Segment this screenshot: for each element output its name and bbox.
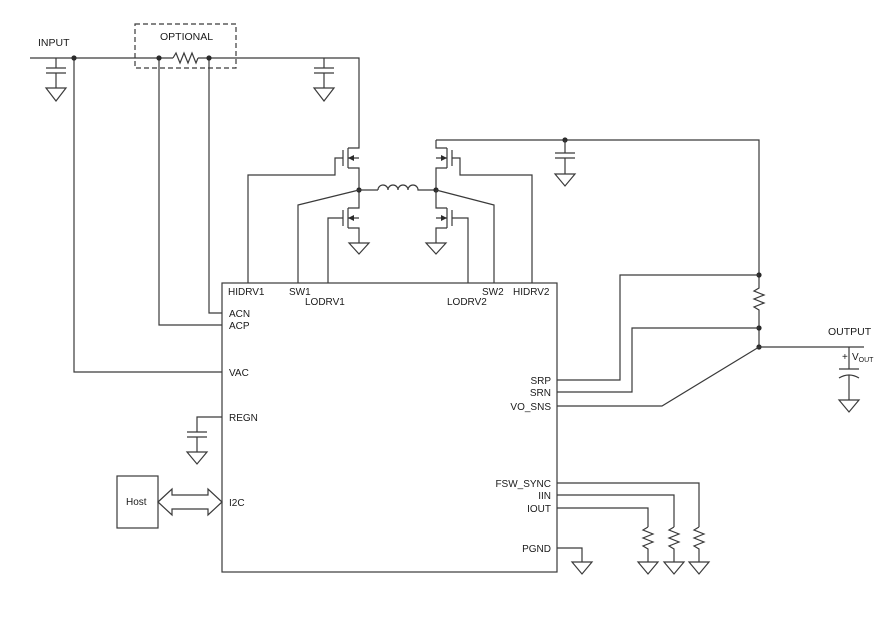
ground-symbol-iout — [636, 561, 660, 575]
pin-sw2: SW2 — [482, 287, 504, 298]
pin-lodrv2: LODRV2 — [447, 297, 487, 308]
pin-fsw-sync: FSW_SYNC — [495, 479, 551, 490]
ground-symbol-input-2 — [312, 87, 336, 102]
pin-lodrv1: LODRV1 — [305, 297, 345, 308]
ground-symbol-q4 — [424, 242, 448, 255]
programming-resistors — [557, 482, 711, 575]
host-label: Host — [126, 497, 147, 508]
pin-vac: VAC — [229, 368, 249, 379]
output-section: OUTPUT + VOUT — [557, 272, 874, 413]
pin-labels: HIDRV1 SW1 LODRV1 LODRV2 SW2 HIDRV2 ACN … — [228, 287, 551, 555]
pin-srp: SRP — [530, 376, 551, 387]
sense-resistor-input — [172, 51, 199, 65]
inductor — [377, 184, 436, 191]
pin-acn: ACN — [229, 309, 250, 320]
pin-iout: IOUT — [527, 504, 551, 515]
pin-iin: IIN — [538, 491, 551, 502]
pin-i2c: I2C — [229, 498, 245, 509]
pin-pgnd: PGND — [522, 544, 551, 555]
optional-label: OPTIONAL — [160, 31, 213, 43]
ground-symbol-input — [44, 87, 68, 102]
pin-hidrv1: HIDRV1 — [228, 287, 265, 298]
left-half-bridge — [247, 140, 378, 283]
host-block: Host — [116, 475, 223, 529]
sense-resistor-output — [752, 275, 766, 347]
ground-symbol-output — [837, 399, 861, 413]
pin-vo-sns: VO_SNS — [510, 402, 551, 413]
ground-symbol-bridge-cap — [553, 173, 577, 187]
right-half-bridge — [424, 137, 760, 283]
pin-regn: REGN — [229, 413, 258, 424]
ground-symbol-iin — [662, 561, 686, 575]
input-label: INPUT — [38, 37, 70, 49]
pin-acp: ACP — [229, 321, 250, 332]
vout-plus: + — [842, 352, 848, 363]
ground-symbol-q2 — [347, 242, 371, 255]
i2c-bus-arrow — [157, 487, 223, 517]
pin-srn: SRN — [530, 388, 551, 399]
ground-symbol-regn — [185, 451, 209, 465]
pin-sw1: SW1 — [289, 287, 311, 298]
pin-hidrv2: HIDRV2 — [513, 287, 550, 298]
optional-box — [134, 23, 237, 69]
controller-ic-body — [221, 282, 558, 573]
ground-symbol-pgnd — [570, 561, 594, 575]
input-section: INPUT OPTIONAL — [30, 23, 360, 373]
vout-label: VOUT — [852, 352, 874, 364]
regn-capacitor — [185, 416, 222, 465]
output-label: OUTPUT — [828, 326, 872, 338]
ground-symbol-fsw — [687, 561, 711, 575]
